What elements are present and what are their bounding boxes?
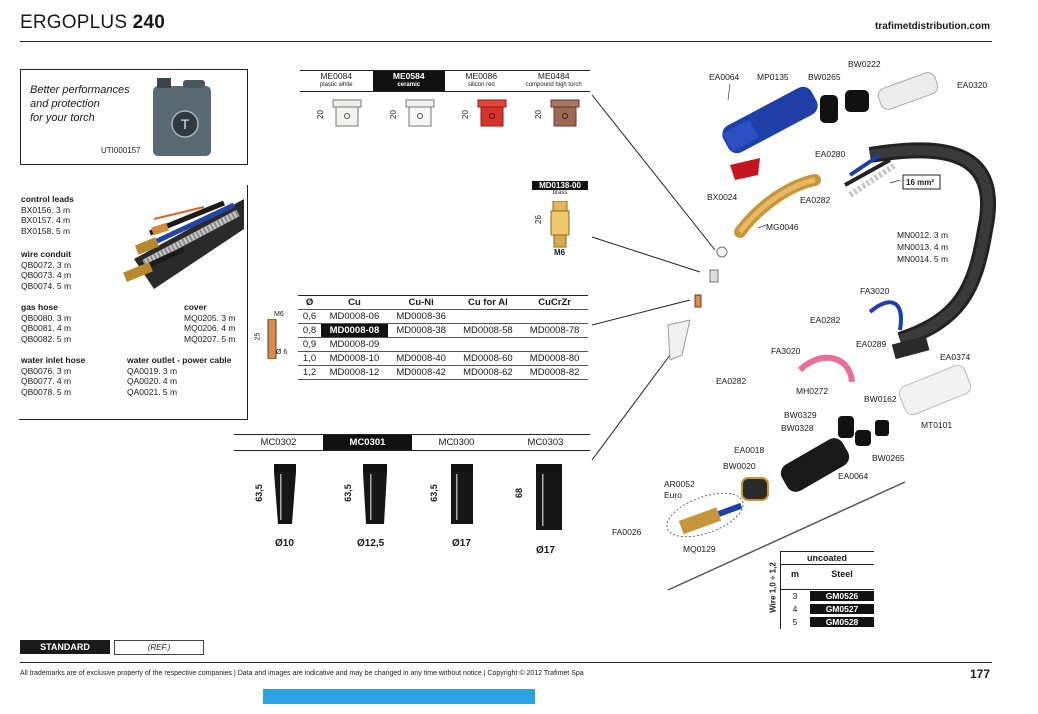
label-euro: Euro — [664, 490, 682, 500]
standard-badge: STANDARD — [20, 640, 110, 654]
label-ea0064-low: EA0064 — [838, 471, 869, 481]
header-divider — [20, 41, 992, 42]
col-dia: Ø — [298, 295, 322, 310]
label-mg0046: MG0046 — [766, 222, 799, 232]
col-cual: Cu for Al — [454, 295, 522, 310]
label-mn0012: MN0012. 3 m — [897, 230, 949, 240]
contact-tip-icon: M6 25 Ø 6 — [254, 311, 292, 366]
label-bx0024: BX0024 — [707, 192, 738, 202]
label-ea0282-mid: EA0282 — [810, 315, 841, 325]
label-ea0282-low: EA0282 — [716, 376, 747, 386]
nozzle-table: MC0302 MC0301 MC0300 MC0303 — [234, 434, 590, 451]
liner-side-label: Wire 1,0 ÷ 1,2 — [768, 562, 778, 613]
tip-holder-thread: M6 — [554, 248, 566, 257]
label-fa3020-b: FA3020 — [771, 346, 801, 356]
nozzle-dia-2: Ø17 — [452, 538, 471, 549]
liner-row-0[interactable]: 3 GM0526 — [780, 591, 874, 603]
tip-holder-material: brass — [552, 190, 568, 196]
label-ea0282-top: EA0282 — [800, 195, 831, 205]
liner-row-2[interactable]: 5 GM0528 — [780, 617, 874, 629]
ref-badge: (REF.) — [114, 640, 204, 655]
label-ar0052: AR0052 — [664, 479, 695, 489]
cable-cutaway-image — [123, 199, 244, 289]
label-ea0018: EA0018 — [734, 445, 765, 455]
label-ea0374: EA0374 — [940, 352, 971, 362]
liner-table: Wire 1,0 ÷ 1,2 uncoated m Steel 3 GM0526… — [765, 551, 875, 631]
label-ea0064-top: EA0064 — [709, 72, 740, 82]
label-fa3020-a: FA3020 — [860, 286, 890, 296]
label-16mm2: 16 mm² — [906, 178, 935, 187]
nozzle-dia-3: Ø17 — [536, 545, 555, 556]
tip-holder-code: MD0138-00 — [532, 181, 588, 190]
label-bw0265-top: BW0265 — [808, 72, 841, 82]
label-ea0289: EA0289 — [856, 339, 887, 349]
page-title: ERGOPLUS 240 — [20, 12, 165, 33]
label-mn0013: MN0013. 4 m — [897, 242, 949, 252]
tip-holder-image — [550, 201, 570, 248]
label-bw0265-low: BW0265 — [872, 453, 905, 463]
liner-col-m: m — [790, 569, 799, 579]
label-mh0272: MH0272 — [796, 386, 829, 396]
liner-row-1[interactable]: 4 GM0527 — [780, 604, 874, 616]
label-mn0014: MN0014. 5 m — [897, 254, 949, 264]
nozzle-header-2[interactable]: MC0300 — [412, 434, 501, 451]
label-bw0328: BW0328 — [781, 423, 814, 433]
canister-image: T — [153, 78, 211, 156]
promo-code: UTI000157 — [101, 146, 141, 155]
footer-divider — [20, 662, 992, 663]
liner-col-steel: Steel — [831, 569, 853, 579]
nozzle-images — [274, 464, 562, 530]
label-fa0026: FA0026 — [612, 527, 642, 537]
liner-title: uncoated — [780, 551, 874, 565]
label-ea0320: EA0320 — [957, 80, 988, 90]
page-number: 177 — [969, 667, 990, 681]
col-cucrzr: CuCrZr — [521, 295, 588, 310]
label-mp0135: MP0135 — [757, 72, 789, 82]
col-cu: Cu — [321, 295, 388, 310]
label-bw0329: BW0329 — [784, 410, 817, 420]
label-bw0020: BW0020 — [723, 461, 756, 471]
nozzle-header-0[interactable]: MC0302 — [234, 434, 323, 451]
label-bw0222: BW0222 — [848, 59, 881, 69]
nozzle-dia-1: Ø12,5 — [357, 538, 385, 549]
tip-holder[interactable]: MD0138-00 brass 26 M6 — [532, 181, 588, 257]
nozzle-header-3[interactable]: MC0303 — [501, 434, 590, 451]
col-cuni: Cu-Ni — [387, 295, 455, 310]
contact-tip-image — [267, 319, 277, 359]
tip-icon-dia: Ø 6 — [276, 349, 288, 356]
scroll-indicator-bar[interactable] — [263, 689, 535, 704]
label-mq0129: MQ0129 — [683, 544, 716, 554]
footer-text: All trademarks are of exclusive property… — [20, 670, 584, 677]
diffuser-images — [332, 99, 580, 127]
svg-text:T: T — [181, 116, 190, 132]
site-url[interactable]: trafimetdistribution.com — [874, 21, 990, 32]
label-bw0162: BW0162 — [864, 394, 897, 404]
nozzle-dia-0: Ø10 — [275, 538, 294, 549]
tip-icon-thread: M6 — [274, 311, 284, 318]
nozzle-header-1[interactable]: MC0301 — [323, 434, 412, 451]
label-ea0280: EA0280 — [815, 149, 846, 159]
label-mt0101: MT0101 — [921, 420, 953, 430]
